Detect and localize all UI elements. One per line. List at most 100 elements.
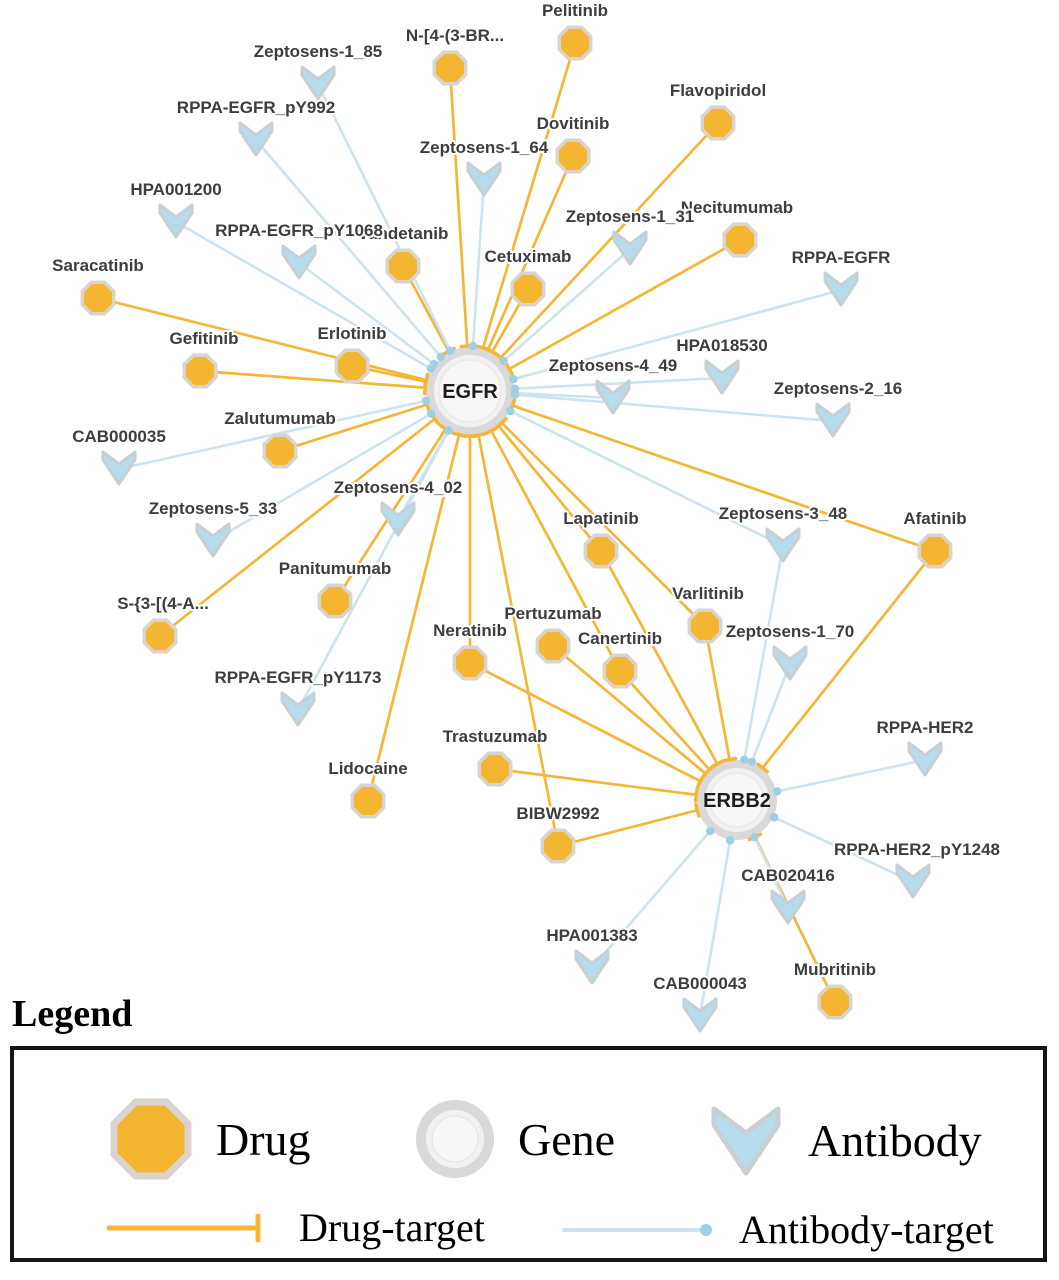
antibody-node-rppa-egfr-py1068[interactable] xyxy=(281,244,317,280)
antibody-target-cap xyxy=(769,813,779,822)
drug-octagon-icon xyxy=(917,533,953,569)
antibody-target-cap xyxy=(421,396,431,405)
antibody-node-zeptosens-1-70[interactable] xyxy=(772,645,808,681)
drug-node-n-4-3-br[interactable] xyxy=(432,50,468,86)
antibody-target-cap xyxy=(750,832,759,842)
antibody-node-hpa001200[interactable] xyxy=(158,203,194,239)
edge-antibody-target-egfr-zeptosens-1-85 xyxy=(316,83,472,392)
node-label-gefitinib: Gefitinib xyxy=(170,329,239,348)
drug-node-trastuzumab[interactable] xyxy=(477,751,513,787)
drug-node-zalutumumab[interactable] xyxy=(262,433,298,469)
gene-node-egfr[interactable]: EGFR xyxy=(426,347,514,435)
node-label-zeptosens-3-48: Zeptosens-3_48 xyxy=(719,504,848,523)
drug-octagon-icon xyxy=(80,280,116,316)
node-label-vandetanib: Vandetanib xyxy=(358,224,449,243)
drug-target-cap xyxy=(721,756,738,763)
antibody-node-zeptosens-4-49[interactable] xyxy=(595,379,631,415)
drug-node-varlitinib[interactable] xyxy=(687,608,723,644)
legend-item-antibody-target: Antibody-target xyxy=(559,1206,994,1253)
drug-octagon-icon xyxy=(583,533,619,569)
drug-node-dovitinib[interactable] xyxy=(555,138,591,174)
drug-octagon-icon xyxy=(700,105,736,141)
drug-node-lapatinib[interactable] xyxy=(583,533,619,569)
antibody-target-cap xyxy=(444,426,453,435)
drug-node-cetuximab[interactable] xyxy=(510,271,546,307)
antibody-target-cap xyxy=(429,359,439,369)
legend-title: Legend xyxy=(12,993,133,1035)
legend-label-antibody-target: Antibody-target xyxy=(739,1207,994,1252)
drug-node-bibw2992[interactable] xyxy=(540,828,576,864)
drug-node-vandetanib[interactable] xyxy=(385,248,421,284)
antibody-node-zeptosens-3-48[interactable] xyxy=(765,527,801,563)
antibody-node-zeptosens-4-02[interactable] xyxy=(380,501,416,537)
node-label-zeptosens-1-70: Zeptosens-1_70 xyxy=(726,622,855,641)
drug-node-gefitinib[interactable] xyxy=(182,353,218,389)
antibody-node-hpa001383[interactable] xyxy=(574,949,610,985)
antibody-node-hpa018530[interactable] xyxy=(704,359,740,395)
gene-icon xyxy=(416,1100,494,1178)
edge-antibody-target-egfr-cab000035 xyxy=(118,389,471,471)
node-label-zeptosens-4-49: Zeptosens-4_49 xyxy=(549,356,678,375)
node-label-zeptosens-4-02: Zeptosens-4_02 xyxy=(334,478,463,497)
drug-node-pertuzumab[interactable] xyxy=(535,628,571,664)
gene-node-erbb2[interactable]: ERBB2 xyxy=(697,760,777,840)
node-label-erlotinib: Erlotinib xyxy=(318,324,387,343)
drug-octagon-icon xyxy=(142,618,178,654)
drug-node-panitumumab[interactable] xyxy=(317,583,353,619)
drug-node-necitumumab[interactable] xyxy=(722,222,758,258)
antibody-node-zeptosens-1-85[interactable] xyxy=(300,65,336,101)
antibody-node-rppa-her2-py1248[interactable] xyxy=(895,863,931,899)
drug-node-erlotinib[interactable] xyxy=(334,348,370,384)
legend-label-gene: Gene xyxy=(518,1113,616,1165)
drug-target-cap xyxy=(484,426,499,436)
edge-drug-target-egfr-lidocaine xyxy=(366,390,472,802)
antibody-chevron-icon xyxy=(238,121,274,157)
node-label-zeptosens-1-64: Zeptosens-1_64 xyxy=(420,138,549,157)
drug-node-afatinib[interactable] xyxy=(917,533,953,569)
node-label-panitumumab: Panitumumab xyxy=(279,559,391,578)
drug-node-s-3-4-a[interactable] xyxy=(142,618,178,654)
antibody-node-zeptosens-5-33[interactable] xyxy=(195,522,231,558)
drug-node-lidocaine[interactable] xyxy=(350,783,386,819)
edge-antibody-target-egfr-zeptosens-3-48 xyxy=(469,389,784,548)
drug-octagon-icon xyxy=(602,653,638,689)
antibody-chevron-icon xyxy=(815,402,851,438)
legend-item-drug-target: Drug-target xyxy=(104,1204,485,1251)
node-label-zeptosens-2-16: Zeptosens-2_16 xyxy=(774,379,903,398)
node-label-trastuzumab: Trastuzumab xyxy=(443,727,548,746)
edge-antibody-target-egfr-rppa-egfr-py992 xyxy=(255,139,471,392)
drug-node-saracatinib[interactable] xyxy=(80,280,116,316)
drug-node-canertinib[interactable] xyxy=(602,653,638,689)
legend-label-antibody: Antibody xyxy=(808,1114,982,1166)
node-label-rppa-egfr-py1068: RPPA-EGFR_pY1068 xyxy=(215,221,383,240)
node-label-neratinib: Neratinib xyxy=(433,621,507,640)
node-label-varlitinib: Varlitinib xyxy=(672,584,744,603)
drug-octagon-icon xyxy=(555,138,591,174)
antibody-node-cab000035[interactable] xyxy=(101,450,137,486)
antibody-node-cab020416[interactable] xyxy=(770,889,806,925)
node-label-hpa001383: HPA001383 xyxy=(546,926,637,945)
edge-drug-target-egfr-saracatinib xyxy=(97,296,471,393)
antibody-node-zeptosens-1-31[interactable] xyxy=(612,230,648,266)
label-layer: PelitinibN-[4-(3-BR...FlavopiridolDoviti… xyxy=(50,0,1002,995)
antibody-node-cab000043[interactable] xyxy=(682,997,718,1033)
drug-node-flavopiridol[interactable] xyxy=(700,105,736,141)
drug-node-pelitinib[interactable] xyxy=(557,25,593,61)
drug-node-mubritinib[interactable] xyxy=(817,984,853,1020)
antibody-node-rppa-egfr-py1173[interactable] xyxy=(280,691,316,727)
antibody-node-zeptosens-1-64[interactable] xyxy=(466,161,502,197)
drug-target-cap xyxy=(422,374,429,390)
antibody-chevron-icon xyxy=(682,997,718,1033)
antibody-node-zeptosens-2-16[interactable] xyxy=(815,402,851,438)
node-label-cetuximab: Cetuximab xyxy=(485,247,572,266)
antibody-target-edge-icon xyxy=(562,1223,712,1236)
edge-drug-target-egfr-flavopiridol xyxy=(469,122,719,392)
node-label-cab020416: CAB020416 xyxy=(741,866,835,885)
antibody-node-rppa-egfr-py992[interactable] xyxy=(238,121,274,157)
antibody-node-rppa-her2[interactable] xyxy=(907,741,943,777)
node-label-zeptosens-1-31: Zeptosens-1_31 xyxy=(566,207,695,226)
node-label-rppa-her2-py1248: RPPA-HER2_pY1248 xyxy=(834,840,1000,859)
drug-node-neratinib[interactable] xyxy=(452,645,488,681)
antibody-node-rppa-egfr[interactable] xyxy=(823,271,859,307)
